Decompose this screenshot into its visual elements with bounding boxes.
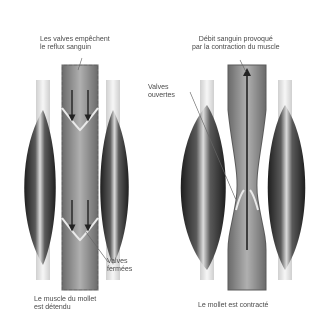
left-vein <box>62 65 98 290</box>
right-panel-artwork <box>181 60 306 290</box>
left-valve-label: Valves fermées <box>107 258 132 274</box>
left-bottom-caption: Le muscle du mollet est détendu <box>34 296 96 312</box>
left-muscle-inner <box>100 80 129 280</box>
left-panel-artwork <box>24 58 129 290</box>
right-muscle-outer <box>181 80 226 280</box>
left-top-caption: Les valves empêchent le reflux sanguin <box>40 36 110 52</box>
left-muscle-outer <box>24 80 56 280</box>
right-valve-label: Valves ouvertes <box>148 84 175 100</box>
right-muscle-inner <box>268 80 306 280</box>
right-top-caption: Débit sanguin provoqué par la contractio… <box>192 36 280 52</box>
right-bottom-caption: Le mollet est contracté <box>198 302 268 310</box>
